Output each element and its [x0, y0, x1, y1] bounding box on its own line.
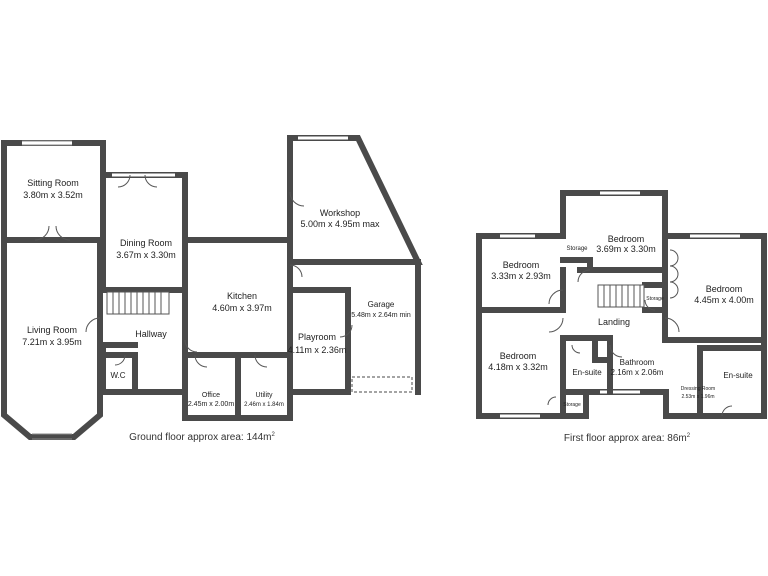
ground-stairs: [106, 291, 170, 315]
bedroom-bottom-door: [548, 317, 564, 333]
living-room-label: Living Room: [27, 325, 77, 335]
playroom-door: [339, 324, 353, 338]
bedroom-left-label: Bedroom: [503, 260, 540, 270]
living-room-dims: 7.21m x 3.95m: [22, 337, 82, 347]
kitchen-dims: 4.60m x 3.97m: [212, 303, 272, 313]
first-floor-area: First floor approx area: 86m2: [564, 433, 691, 444]
workshop-door: [289, 191, 305, 207]
bathroom-label: Bathroom: [620, 358, 655, 367]
wc-door: [114, 354, 126, 366]
wc-label: W.C: [110, 371, 125, 380]
bathroom-walls: [592, 335, 613, 363]
garage-walls: [287, 259, 421, 395]
sitting-room-dims: 3.80m x 3.52m: [23, 190, 83, 200]
kitchen-door: [184, 339, 198, 353]
landing-lower-walls: [560, 335, 613, 419]
sitting-room-doors: [34, 225, 71, 241]
playroom-label: Playroom: [298, 332, 336, 342]
office-walls: [182, 352, 241, 421]
wc-walls: [100, 352, 138, 395]
dining-room-walls: [100, 172, 188, 293]
hallway-walls: [97, 287, 188, 395]
ground-floor-plan: Sitting Room 3.80m x 3.52m Dining Room 3…: [1, 135, 423, 443]
ensuite-right-door: [721, 405, 733, 417]
sitting-room-label: Sitting Room: [27, 178, 79, 188]
dressing-room-label: Dressing Room: [681, 386, 715, 392]
workshop-dims: 5.00m x 4.95m max: [300, 219, 380, 229]
bedroom-left-walls: [476, 267, 566, 313]
landing-label: Landing: [598, 317, 630, 327]
ensuite-left-label: En-suite: [572, 368, 602, 377]
bedroom-right-dims: 4.45m x 4.00m: [694, 295, 754, 305]
dining-room-dims: 3.67m x 3.30m: [116, 250, 176, 260]
dining-room-doors: [117, 174, 158, 188]
kitchen-label: Kitchen: [227, 291, 257, 301]
garage-label: Garage: [368, 300, 395, 309]
bedroom-top-dims: 3.69m x 3.30m: [596, 244, 656, 254]
bathroom-door: [609, 344, 623, 358]
right-lower-walls: [662, 337, 767, 419]
storage-bottom-label: Storage: [563, 402, 581, 408]
hallway-label: Hallway: [135, 329, 167, 339]
office-door: [194, 354, 208, 368]
bedroom-left-door: [548, 289, 564, 305]
ensuite-left-door: [571, 344, 581, 354]
office-dims: 2.45m x 2.00m: [188, 401, 234, 408]
workshop-walls: [287, 135, 423, 265]
bathroom-dims: 2.16m x 2.06m: [611, 368, 664, 377]
dressing-room-dims: 2.53m x 1.96m: [681, 394, 714, 400]
storage-mid-door: [644, 299, 656, 311]
storage-mid-label: Storage: [646, 296, 664, 302]
bedroom-right-label: Bedroom: [706, 284, 743, 294]
utility-dims: 2.46m x 1.84m: [244, 402, 284, 408]
living-room-door: [85, 317, 101, 333]
storage-top-label: Storage: [566, 246, 588, 252]
garage-door: [351, 376, 413, 393]
office-label: Office: [202, 392, 220, 399]
storage-bottom-door: [547, 396, 557, 406]
utility-label: Utility: [255, 392, 273, 399]
first-floor-outer-walls: [476, 190, 767, 419]
bedroom-left-dims: 3.33m x 2.93m: [491, 271, 551, 281]
bedroom-top-door: [577, 269, 591, 283]
playroom-dims: 4.11m x 2.36m: [288, 345, 347, 355]
first-floor-plan: Bedroom 3.69m x 3.30m Storage Bedroom 3.…: [476, 190, 767, 444]
utility-door: [254, 354, 268, 368]
bedroom-bottom-label: Bedroom: [500, 351, 537, 361]
first-floor-stairs: [597, 284, 645, 308]
dining-room-label: Dining Room: [120, 238, 172, 248]
ensuite-right-label: En-suite: [723, 371, 753, 380]
garage-side-door: [289, 264, 303, 278]
workshop-label: Workshop: [320, 208, 360, 218]
garage-dims: 5.48m x 2.64m min: [351, 312, 411, 319]
ground-floor-area: Ground floor approx area: 144m2: [129, 432, 275, 443]
wardrobe-doors: [669, 249, 679, 299]
bedroom-top-label: Bedroom: [608, 234, 645, 244]
bedroom-bottom-dims: 4.18m x 3.32m: [488, 362, 548, 372]
utility-walls: [235, 389, 293, 421]
bedroom-right-door: [664, 317, 680, 333]
